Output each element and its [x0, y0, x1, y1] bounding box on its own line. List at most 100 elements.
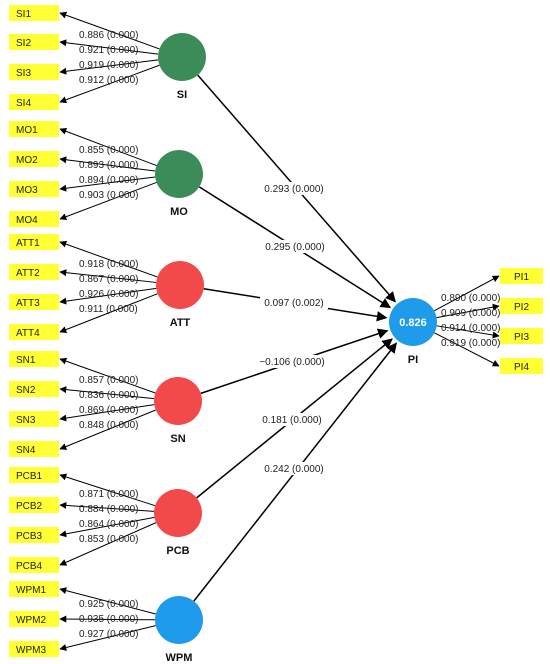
loading-arrow-pcb4	[59, 522, 157, 566]
indicator-box-wpm1[interactable]	[9, 581, 59, 597]
indicator-box-sn2[interactable]	[9, 381, 59, 397]
indicator-label-mo4: MO4	[16, 215, 38, 226]
loading-label-pi2: 0.909 (0.000)	[441, 308, 501, 319]
loading-label-si1: 0.886 (0.000)	[79, 30, 139, 41]
loading-label-pi3: 0.914 (0.000)	[441, 323, 501, 334]
loading-label-pi4: 0.919 (0.000)	[441, 338, 501, 349]
loading-label-wpm1: 0.925 (0.000)	[79, 599, 139, 610]
loading-arrow-mo2	[59, 156, 156, 172]
path-coefficient-att: 0.097 (0.002)	[264, 298, 324, 309]
construct-node-pcb[interactable]	[154, 489, 202, 537]
path-coefficient-bg	[258, 355, 326, 368]
loading-arrow-att4	[59, 293, 158, 333]
indicator-box-si2[interactable]	[9, 34, 59, 50]
loading-label-si2: 0.921 (0.000)	[79, 45, 139, 56]
indicator-label-si2: SI2	[16, 38, 31, 49]
path-coefficient-bg	[260, 296, 328, 309]
indicator-box-pcb1[interactable]	[9, 467, 59, 483]
loading-arrow-mo4	[59, 181, 157, 221]
loading-label-sn4: 0.848 (0.000)	[79, 420, 139, 431]
loading-label-mo1: 0.855 (0.000)	[79, 145, 139, 156]
loading-label-att3: 0.926 (0.000)	[79, 289, 139, 300]
construct-label-att: ATT	[170, 317, 191, 329]
loading-arrow-sn3	[59, 404, 155, 422]
indicator-box-si3[interactable]	[9, 64, 59, 80]
loading-label-pcb3: 0.864 (0.000)	[79, 519, 139, 530]
loading-label-mo4: 0.903 (0.000)	[79, 190, 139, 201]
loading-label-pcb4: 0.853 (0.000)	[79, 534, 139, 545]
loading-arrow-sn1	[59, 357, 156, 394]
loading-arrow-pi1	[433, 275, 500, 312]
path-coefficient-sn: −0.106 (0.000)	[259, 357, 324, 368]
construct-node-sn[interactable]	[154, 377, 202, 425]
indicator-label-pcb2: PCB2	[16, 501, 43, 512]
indicator-box-att1[interactable]	[9, 234, 59, 250]
construct-node-wpm[interactable]	[155, 596, 203, 644]
indicator-box-mo4[interactable]	[9, 211, 59, 227]
loading-arrow-att2	[59, 269, 157, 283]
indicator-box-mo3[interactable]	[9, 181, 59, 197]
r-squared-value: 0.826	[399, 317, 427, 329]
loading-arrow-wpm1	[59, 587, 156, 615]
indicator-label-wpm2: WPM2	[16, 615, 46, 626]
loading-arrow-si3	[59, 59, 159, 75]
indicator-box-mo2[interactable]	[9, 151, 59, 167]
loading-label-wpm3: 0.927 (0.000)	[79, 629, 139, 640]
indicator-box-wpm2[interactable]	[9, 611, 59, 627]
indicator-box-si4[interactable]	[9, 94, 59, 110]
indicator-label-sn1: SN1	[16, 355, 36, 366]
indicator-box-pcb4[interactable]	[9, 557, 59, 573]
loading-label-pcb1: 0.871 (0.000)	[79, 489, 139, 500]
loading-label-pi1: 0.890 (0.000)	[441, 293, 501, 304]
indicator-box-mo1[interactable]	[9, 121, 59, 137]
indicator-label-mo3: MO3	[16, 185, 38, 196]
construct-node-pi[interactable]	[389, 298, 437, 346]
construct-label-wpm: WPM	[166, 652, 193, 664]
indicator-box-att4[interactable]	[9, 324, 59, 340]
indicator-label-pi1: PI1	[514, 272, 529, 283]
loading-arrow-sn4	[59, 409, 156, 450]
indicator-label-sn4: SN4	[16, 445, 36, 456]
indicator-box-sn1[interactable]	[9, 351, 59, 367]
loading-arrow-pcb3	[59, 516, 155, 538]
indicator-box-pcb3[interactable]	[9, 527, 59, 543]
loading-label-sn3: 0.869 (0.000)	[79, 405, 139, 416]
construct-label-si: SI	[177, 89, 187, 101]
indicator-box-wpm3[interactable]	[9, 641, 59, 657]
loading-arrow-att3	[59, 287, 157, 305]
loading-arrow-pcb1	[59, 473, 156, 507]
indicator-box-pi1[interactable]	[500, 268, 543, 284]
construct-label-sn: SN	[170, 433, 185, 445]
indicator-label-wpm3: WPM3	[16, 645, 46, 656]
path-coefficient-bg	[258, 413, 326, 426]
indicator-box-pi2[interactable]	[500, 298, 543, 314]
loading-arrow-mo1	[59, 127, 157, 167]
loading-label-wpm2: 0.935 (0.000)	[79, 614, 139, 625]
indicator-box-sn4[interactable]	[9, 441, 59, 457]
indicator-label-pi2: PI2	[514, 302, 529, 313]
loading-label-mo3: 0.894 (0.000)	[79, 175, 139, 186]
indicator-box-sn3[interactable]	[9, 411, 59, 427]
path-coefficient-mo: 0.295 (0.000)	[265, 242, 325, 253]
construct-node-si[interactable]	[158, 33, 206, 81]
labels-layer: 0.293 (0.000)0.295 (0.000)0.097 (0.002)−…	[79, 30, 501, 640]
indicator-label-pcb1: PCB1	[16, 471, 43, 482]
indicator-label-mo1: MO1	[16, 125, 38, 136]
indicator-label-sn3: SN3	[16, 415, 36, 426]
construct-node-att[interactable]	[156, 261, 204, 309]
construct-label-mo: MO	[170, 206, 188, 218]
loading-label-si4: 0.912 (0.000)	[79, 75, 139, 86]
loading-label-mo2: 0.893 (0.000)	[79, 160, 139, 171]
nodes-layer: SI1SI2SI3SI4SIMO1MO2MO3MO4MOATT1ATT2ATT3…	[9, 5, 543, 664]
indicator-box-si1[interactable]	[9, 5, 59, 21]
indicator-box-att3[interactable]	[9, 294, 59, 310]
construct-node-mo[interactable]	[155, 150, 203, 198]
indicator-label-att1: ATT1	[16, 238, 40, 249]
indicator-box-pi4[interactable]	[500, 358, 543, 374]
indicator-box-att2[interactable]	[9, 264, 59, 280]
path-coefficient-bg	[261, 240, 329, 253]
loading-label-sn1: 0.857 (0.000)	[79, 375, 139, 386]
indicator-box-pi3[interactable]	[500, 328, 543, 344]
indicator-label-pcb3: PCB3	[16, 531, 43, 542]
indicator-box-pcb2[interactable]	[9, 497, 59, 513]
